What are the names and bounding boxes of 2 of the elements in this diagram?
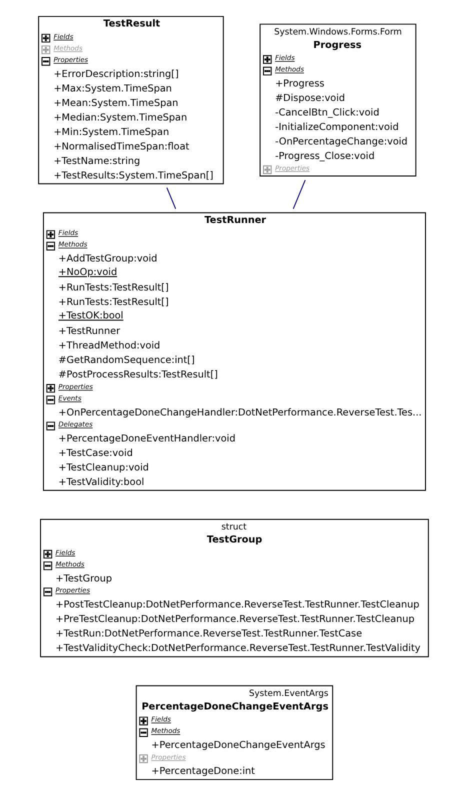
connector [166,187,176,210]
connector [292,180,306,210]
